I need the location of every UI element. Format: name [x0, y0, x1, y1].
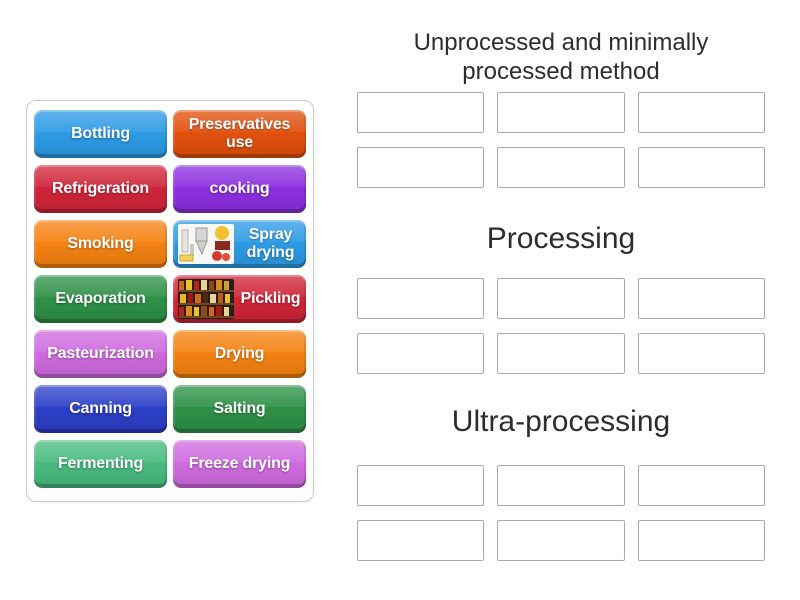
tile-drying[interactable]: Drying	[173, 330, 306, 378]
tile-label: Evaporation	[55, 290, 146, 307]
group-title-processing: Processing	[357, 220, 765, 258]
tile-label: Canning	[69, 400, 132, 417]
tile-source-panel: Bottling Preservatives use Refrigeration…	[26, 100, 314, 502]
tile-label: Fermenting	[57, 455, 144, 472]
pickle-jars-photo	[178, 279, 234, 319]
group-title-text: Ultra-processing	[451, 405, 671, 438]
tile-label: Bottling	[71, 125, 130, 142]
drop-slot[interactable]	[637, 465, 765, 506]
tile-canning[interactable]: Canning	[34, 385, 167, 433]
group-slots-processing	[357, 278, 765, 374]
tile-freeze-drying[interactable]: Freeze drying	[173, 440, 306, 488]
drop-slot[interactable]	[637, 278, 765, 319]
tiles-grid: Bottling Preservatives use Refrigeration…	[34, 110, 306, 488]
drop-slot[interactable]	[357, 278, 485, 319]
group-title-text: Unprocessed and minimally processed meth…	[413, 29, 709, 85]
groups-area: Unprocessed and minimally processed meth…	[357, 0, 765, 600]
drop-slot[interactable]	[497, 278, 625, 319]
tile-evaporation[interactable]: Evaporation	[34, 275, 167, 323]
drop-slot[interactable]	[497, 465, 625, 506]
drop-slot[interactable]	[497, 147, 625, 188]
tile-spray-drying[interactable]: Spray drying	[173, 220, 306, 268]
group-slots-ultra-processing	[357, 465, 765, 561]
drop-slot[interactable]	[357, 465, 485, 506]
tile-pasteurization[interactable]: Pasteurization	[34, 330, 167, 378]
group-title-ultra-processing: Ultra-processing	[357, 403, 765, 441]
tile-label: Spray drying	[246, 226, 295, 261]
drop-slot[interactable]	[637, 520, 765, 561]
tile-smoking[interactable]: Smoking	[34, 220, 167, 268]
drop-slot[interactable]	[357, 333, 485, 374]
tile-preservatives-use[interactable]: Preservatives use	[173, 110, 306, 158]
drop-slot[interactable]	[637, 147, 765, 188]
tile-label: Refrigeration	[52, 180, 149, 197]
tile-fermenting[interactable]: Fermenting	[34, 440, 167, 488]
drop-slot[interactable]	[637, 333, 765, 374]
drop-slot[interactable]	[497, 333, 625, 374]
drop-slot[interactable]	[497, 520, 625, 561]
tile-label: Preservatives use	[188, 116, 291, 151]
tile-label: Pickling	[240, 290, 301, 307]
tile-label: Salting	[213, 400, 266, 417]
tile-label: Pasteurization	[47, 345, 154, 362]
tile-label: Drying	[214, 345, 265, 362]
tile-bottling[interactable]: Bottling	[34, 110, 167, 158]
group-title-text: Processing	[486, 222, 636, 255]
tile-label: Smoking	[67, 235, 134, 252]
drop-slot[interactable]	[357, 147, 485, 188]
drop-slot[interactable]	[357, 520, 485, 561]
tile-label: Freeze drying	[188, 455, 291, 472]
tile-cooking[interactable]: cooking	[173, 165, 306, 213]
drop-slot[interactable]	[357, 92, 485, 133]
spray-dryer-photo	[178, 224, 234, 264]
tile-pickling[interactable]: Pickling	[173, 275, 306, 323]
tile-salting[interactable]: Salting	[173, 385, 306, 433]
drop-slot[interactable]	[497, 92, 625, 133]
tile-refrigeration[interactable]: Refrigeration	[34, 165, 167, 213]
group-slots-unprocessed	[357, 92, 765, 188]
drop-slot[interactable]	[637, 92, 765, 133]
tile-label: cooking	[209, 180, 270, 197]
group-title-unprocessed: Unprocessed and minimally processed meth…	[357, 28, 765, 86]
